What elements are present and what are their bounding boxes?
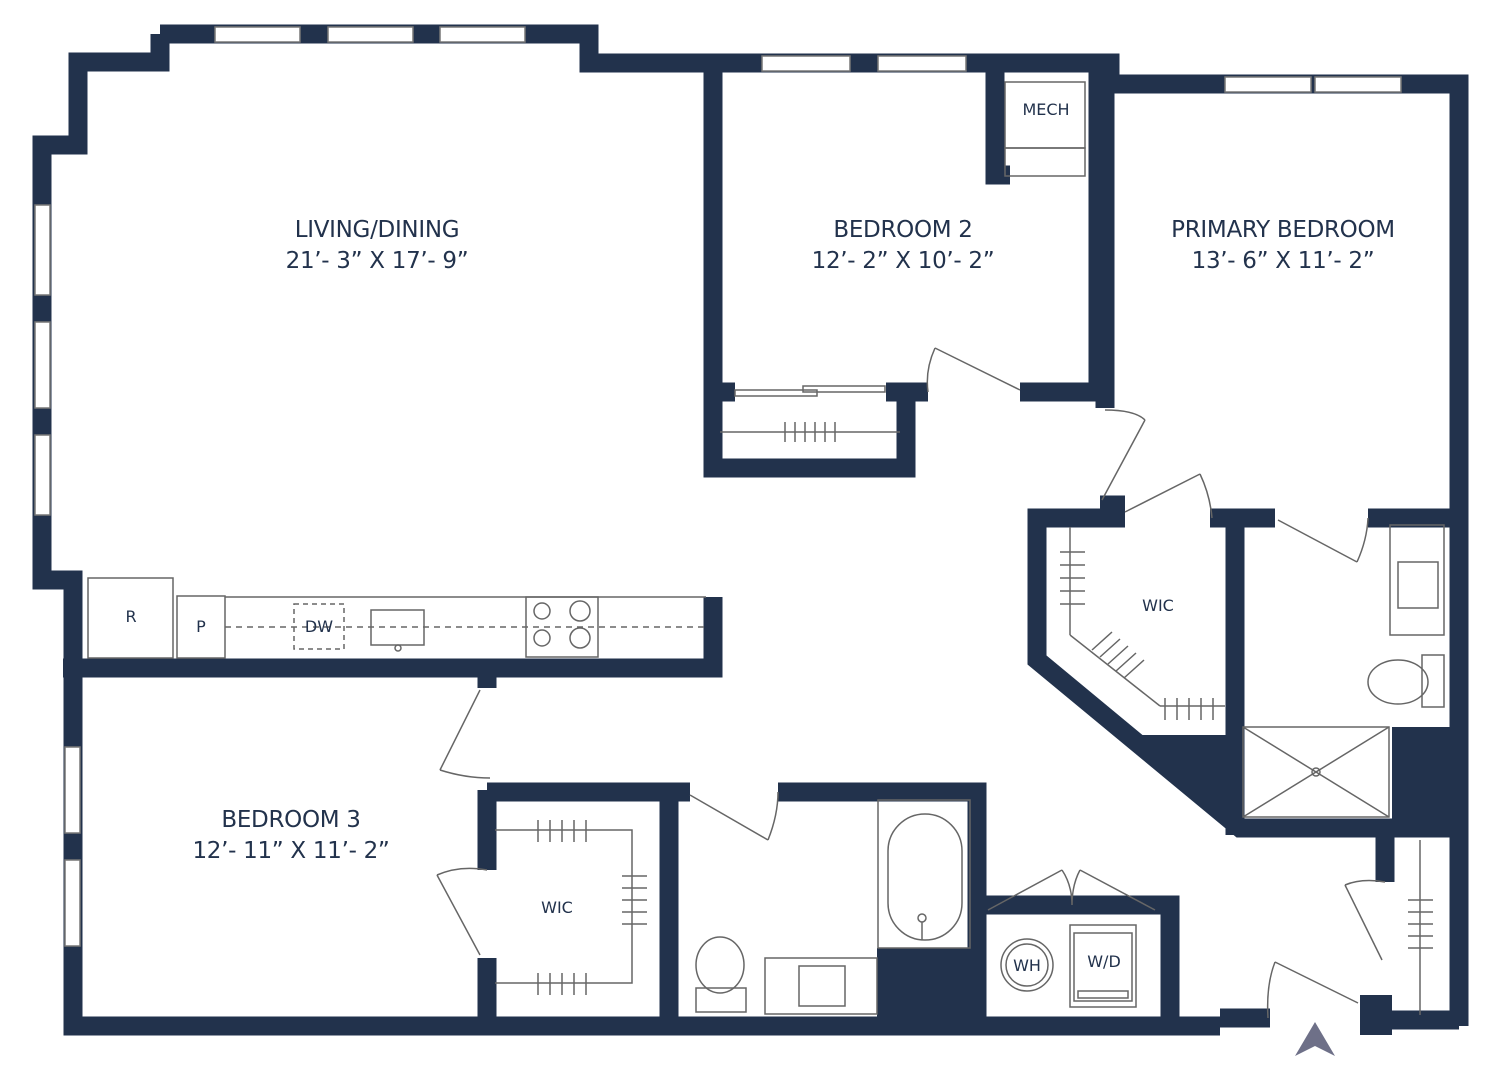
mech-wall: [985, 63, 1010, 185]
dishwasher-label: DW: [304, 617, 334, 636]
room-name: BEDROOM 2: [833, 217, 973, 243]
room-name: BEDROOM 3: [221, 807, 361, 833]
room-dimensions: 12’- 2” X 10’- 2”: [811, 248, 995, 274]
washer-dryer-label: W/D: [1087, 952, 1121, 971]
room-label-bedroom3: BEDROOM 3 12’- 11” X 11’- 2”: [192, 805, 389, 867]
refrigerator-label: R: [125, 607, 137, 626]
wic-label-primary: WIC: [1142, 596, 1174, 615]
fixtures: [87, 81, 1445, 1019]
room-label-primary: PRIMARY BEDROOM 13’- 6” X 11’- 2”: [1171, 215, 1395, 277]
room-dimensions: 13’- 6” X 11’- 2”: [1191, 248, 1375, 274]
wic-wall: [1027, 508, 1459, 838]
north-arrow-icon: [1295, 1022, 1335, 1056]
exterior-wall-west: [160, 24, 1469, 1026]
bedroom2-west-wall: [703, 63, 916, 478]
pantry-label: P: [196, 617, 206, 636]
room-name: LIVING/DINING: [294, 217, 460, 243]
room-dimensions: 21’- 3” X 17’- 9”: [285, 248, 469, 274]
kitchen-wall: [63, 597, 723, 678]
walls: [32, 24, 1469, 1036]
mech-label: MECH: [1022, 100, 1070, 119]
water-heater-label: WH: [1013, 956, 1041, 975]
windows: [34, 26, 1402, 947]
room-label-bedroom2: BEDROOM 2 12’- 2” X 10’- 2”: [812, 215, 995, 277]
room-label-living: LIVING/DINING 21’- 3” X 17’- 9”: [286, 215, 469, 277]
wic-label-bedroom3: WIC: [541, 898, 573, 917]
room-dimensions: 12’- 11” X 11’- 2”: [192, 838, 390, 864]
room-name: PRIMARY BEDROOM: [1171, 217, 1395, 243]
